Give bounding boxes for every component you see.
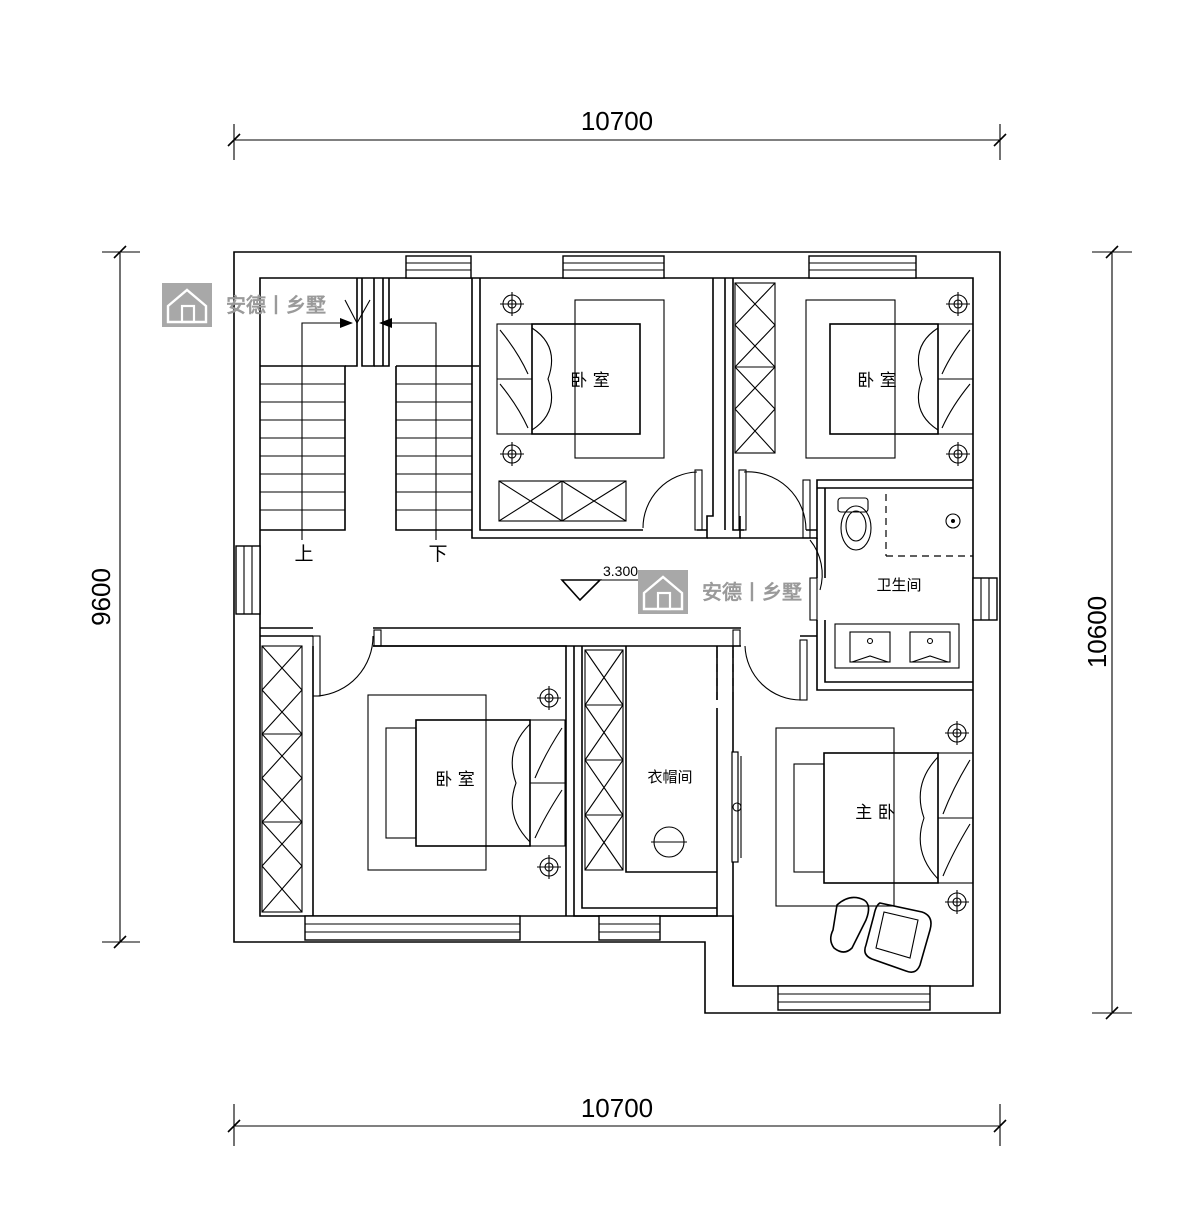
- watermark-text: 安德丨乡墅: [702, 580, 802, 604]
- doors: [312, 469, 823, 701]
- level-mark-label: 3.300: [603, 563, 638, 579]
- room-label-bedroom-top-left: 卧 室: [570, 371, 609, 391]
- watermark-top-left: 安德丨乡墅: [162, 283, 326, 327]
- dimension-left-label: 9600: [86, 568, 116, 626]
- dimension-right: 10600: [1082, 245, 1132, 1020]
- stair-up-label: 上: [294, 543, 313, 565]
- room-label-bedroom-top-right: 卧 室: [857, 371, 896, 391]
- room-label-master-bedroom: 主 卧: [855, 803, 894, 823]
- level-mark: 3.300: [560, 563, 645, 602]
- bathroom-fixtures: 卫生间: [834, 494, 973, 669]
- watermark-text: 安德丨乡墅: [226, 293, 326, 317]
- room-label-walk-in-closet: 衣帽间: [647, 768, 692, 786]
- staircase: 上 下: [260, 278, 479, 565]
- room-label-bathroom: 卫生间: [876, 576, 921, 594]
- dimension-right-label: 10600: [1082, 596, 1112, 668]
- room-label-bedroom-bottom-left: 卧 室: [435, 770, 474, 790]
- dimension-bottom: 10700: [227, 1093, 1007, 1146]
- bed-top-right: 卧 室: [734, 282, 974, 466]
- bed-bottom-left: 卧 室: [261, 645, 566, 913]
- bed-master: 主 卧: [775, 721, 974, 973]
- dimension-top: 10700: [227, 106, 1007, 160]
- dimension-top-label: 10700: [581, 106, 653, 136]
- stair-down-label: 下: [428, 543, 447, 565]
- watermark-center: 安德丨乡墅: [638, 570, 802, 614]
- closet-fixtures: 衣帽间: [584, 649, 693, 871]
- windows: [235, 255, 998, 1011]
- dimension-left: 9600: [86, 245, 140, 949]
- dimension-bottom-label: 10700: [581, 1093, 653, 1123]
- bed-top-left: 卧 室: [496, 292, 665, 522]
